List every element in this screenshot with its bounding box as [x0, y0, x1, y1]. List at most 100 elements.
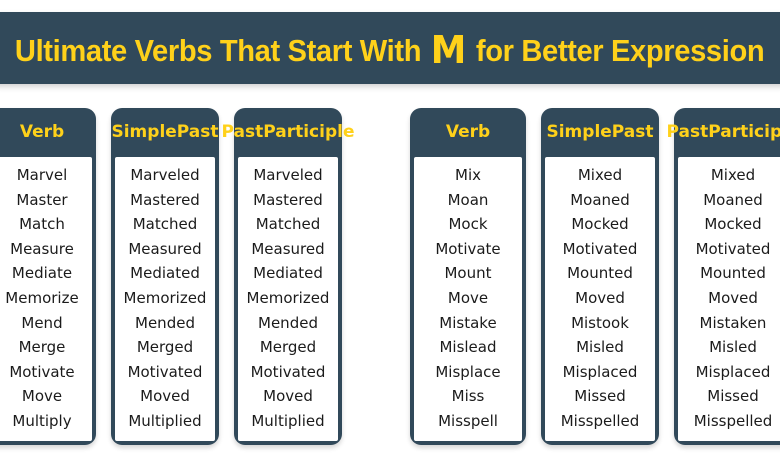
table-cell: Mediated	[130, 264, 200, 283]
table-cell: Motivate	[435, 239, 501, 258]
table-cell: Merged	[136, 338, 194, 357]
title-text-after: for Better Expression	[468, 33, 765, 68]
table-cell: Mount	[444, 264, 492, 283]
table-cell: Mocked	[571, 215, 629, 234]
table-cell: Matched	[255, 215, 321, 234]
column-header-line: Simple	[111, 121, 177, 142]
table-cell: Match	[19, 215, 65, 234]
table-cell: Mounted	[567, 264, 633, 283]
table-cell: Mounted	[700, 264, 766, 283]
table-cell: Missed	[707, 387, 759, 406]
table-cell: Motivate	[9, 362, 75, 381]
table-cell: Master	[16, 190, 68, 209]
table-cell: Mixed	[710, 166, 756, 184]
table-cell: Misled	[576, 338, 624, 357]
table-cell: Moan	[447, 190, 489, 209]
table-cell: Motivated	[695, 239, 771, 258]
column-header-line: Past	[176, 121, 219, 142]
table-cell: Missed	[574, 387, 626, 406]
table-cell: Marvel	[16, 166, 68, 184]
table-cell: Mixed	[577, 166, 623, 184]
table-cell: Move	[21, 387, 63, 406]
table-cell: Mistake	[439, 313, 497, 332]
table-cell: Moved	[575, 288, 625, 307]
column-header-line: Verb	[445, 121, 491, 142]
table-cell: Measured	[128, 239, 202, 258]
table-cell: Moaned	[570, 190, 630, 209]
table-cell: Mended	[258, 313, 318, 332]
table-cell: Misled	[709, 338, 757, 357]
table-cell: Mend	[21, 313, 63, 332]
title-highlight-letter: M	[431, 28, 467, 72]
table-cell: Mediated	[253, 264, 323, 283]
table-cell: Mediate	[11, 264, 73, 283]
column-header-line: Participle	[708, 121, 780, 142]
table-cell: Mock	[448, 215, 488, 234]
table-cell: Mix	[455, 166, 481, 184]
table-cell: Mocked	[704, 215, 762, 234]
table-cell: Move	[447, 288, 489, 307]
table-cell: Misspelled	[560, 411, 640, 430]
table-cell: Misspelled	[693, 411, 773, 430]
table-cell: Merged	[259, 338, 317, 357]
table-cell: Miss	[451, 387, 485, 406]
table-cell: Mistook	[571, 313, 629, 332]
table-cell: Measured	[251, 239, 325, 258]
column-header-line: Simple	[546, 121, 612, 142]
column-header-line: Past	[221, 121, 264, 142]
table-cell: Memorize	[5, 288, 79, 307]
table-cell: Measure	[10, 239, 74, 258]
title-banner: Ultimate Verbs That Start With M for Bet…	[0, 12, 780, 84]
table-cell: Multiplied	[128, 411, 202, 430]
table-cell: Misplaced	[695, 362, 771, 381]
table-cell: Memorized	[246, 288, 330, 307]
table-cell: Merge	[18, 338, 66, 357]
table-cell: Misspell	[438, 411, 498, 430]
table-cell: Mastered	[130, 190, 200, 209]
column-header-line: Verb	[19, 121, 65, 142]
table-cell: Mastered	[253, 190, 323, 209]
column-header: Verb	[414, 108, 522, 157]
table-cell: Motivated	[127, 362, 203, 381]
column-header: Verb	[0, 108, 92, 157]
table-cell: Moved	[708, 288, 758, 307]
table-cell: Mended	[135, 313, 195, 332]
table-cell: Marveled	[253, 166, 323, 184]
title-text-before: Ultimate Verbs That Start With	[15, 33, 430, 68]
table-cell: Marveled	[130, 166, 200, 184]
table-cell: Moved	[263, 387, 313, 406]
table-cell: Memorized	[123, 288, 207, 307]
table-cell: Moved	[140, 387, 190, 406]
table-cell: Misplaced	[562, 362, 638, 381]
table-cell: Motivated	[562, 239, 638, 258]
table-cell: Multiply	[12, 411, 72, 430]
table-cell: Misplace	[435, 362, 501, 381]
table-cell: Moaned	[703, 190, 763, 209]
column-header-line: Participle	[263, 121, 355, 142]
table-cell: Mislead	[439, 338, 497, 357]
table-cell: Mistaken	[699, 313, 767, 332]
column-header-line: Past	[666, 121, 709, 142]
column-header-line: Past	[611, 121, 654, 142]
page-title: Ultimate Verbs That Start With M for Bet…	[15, 29, 765, 69]
table-cell: Motivated	[250, 362, 326, 381]
table-cell: Multiplied	[251, 411, 325, 430]
